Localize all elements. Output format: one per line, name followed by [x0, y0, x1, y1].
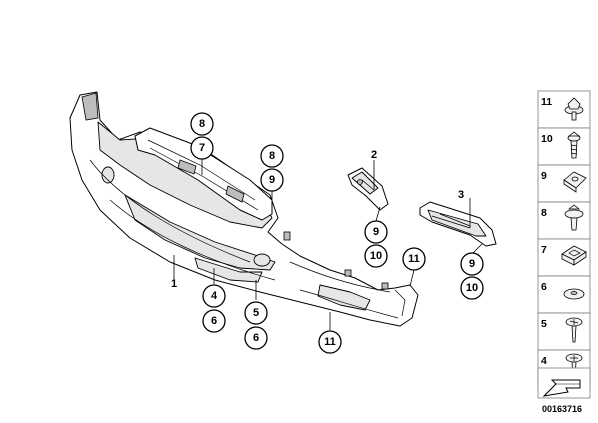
- legend-num-10: 10: [541, 133, 553, 145]
- square-nut-icon: [561, 245, 587, 266]
- grille-bracket-part: [134, 127, 273, 221]
- svg-text:6: 6: [253, 332, 259, 344]
- callout-11[interactable]: 11: [318, 330, 342, 354]
- callout-10[interactable]: 10: [460, 276, 484, 300]
- svg-text:9: 9: [469, 258, 475, 270]
- svg-text:8: 8: [199, 118, 205, 130]
- hardware-legend: 11 10 9 8 7 6 5 4: [537, 90, 591, 388]
- screw-flange-head-icon: [564, 97, 584, 121]
- expanding-rivet-icon: [564, 204, 584, 231]
- svg-text:4: 4: [211, 290, 218, 302]
- callout-8[interactable]: 8: [190, 112, 214, 136]
- callout-10[interactable]: 10: [364, 244, 388, 268]
- bracket-left-part: [347, 167, 389, 211]
- callout-9[interactable]: 9: [260, 168, 284, 192]
- svg-text:5: 5: [253, 307, 259, 319]
- svg-text:9: 9: [373, 226, 379, 238]
- part-label-2: 2: [371, 149, 377, 161]
- svg-text:7: 7: [199, 142, 205, 154]
- direction-arrow-icon: [537, 367, 591, 399]
- svg-text:11: 11: [324, 336, 336, 348]
- document-id: 00163716: [542, 404, 582, 414]
- callout-6[interactable]: 6: [244, 326, 268, 350]
- legend-num-8: 8: [541, 207, 547, 219]
- callout-6[interactable]: 6: [202, 309, 226, 333]
- svg-text:6: 6: [211, 315, 217, 327]
- screw-washer-head-icon: [567, 131, 581, 159]
- svg-text:8: 8: [269, 150, 275, 162]
- svg-text:10: 10: [466, 282, 478, 294]
- legend-num-5: 5: [541, 318, 547, 330]
- part-label-1: 1: [171, 278, 177, 290]
- callout-9[interactable]: 9: [364, 220, 388, 244]
- callout-9[interactable]: 9: [460, 252, 484, 276]
- callout-8[interactable]: 8: [260, 144, 284, 168]
- callout-5[interactable]: 5: [244, 301, 268, 325]
- legend-num-7: 7: [541, 244, 547, 256]
- svg-text:10: 10: [370, 250, 382, 262]
- svg-text:11: 11: [408, 253, 420, 265]
- svg-text:9: 9: [269, 174, 275, 186]
- legend-num-4: 4: [541, 355, 547, 367]
- tapping-screw-icon: [565, 317, 583, 343]
- clip-nut-icon: [563, 171, 587, 193]
- callout-4[interactable]: 4: [202, 284, 226, 308]
- legend-num-9: 9: [541, 170, 547, 182]
- legend-num-11: 11: [541, 96, 552, 108]
- callout-7[interactable]: 7: [190, 136, 214, 160]
- callouts: 8 7 8 9 9 10 11 9: [190, 112, 484, 354]
- part-label-3: 3: [458, 189, 464, 201]
- washer-icon: [563, 288, 585, 300]
- legend-num-6: 6: [541, 281, 547, 293]
- callout-11[interactable]: 11: [402, 247, 426, 271]
